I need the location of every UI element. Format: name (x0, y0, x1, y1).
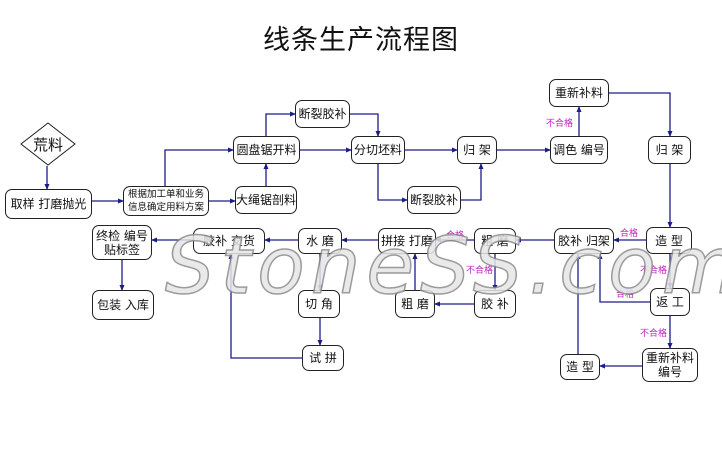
node-patch-deliver: 胶补 交货 (193, 228, 265, 254)
node-rough-low: 粗 磨 (395, 290, 435, 318)
edge-cut-breaklow (377, 164, 408, 203)
edge-plan-circular (164, 147, 234, 186)
label-pass: 合格 (616, 290, 635, 300)
node-refill-number: 重新补料 编号 (642, 348, 698, 382)
node-plan: 根据加工单和业务 信息确定用料方案 (123, 186, 209, 216)
label-pass: 合格 (620, 229, 639, 239)
node-final-check: 终检 编号 贴标签 (92, 225, 152, 260)
label-fail: 不合格 (640, 329, 668, 339)
edge-trial-patchdeliver (228, 253, 302, 359)
node-shelve-right: 归 架 (648, 136, 691, 164)
node-color-number: 调色 编号 (550, 136, 608, 164)
edge-break-cut (350, 113, 381, 137)
edge-refill-shelveright (609, 92, 673, 137)
label-fail: 不合格 (640, 266, 668, 276)
label-fail: 不合格 (466, 266, 494, 276)
node-patch-shelve: 胶补 归架 (554, 228, 614, 254)
node-join-grind: 拼接 打磨 (378, 228, 436, 254)
label-fail: 不合格 (546, 119, 574, 129)
node-shape-low: 造 型 (560, 354, 600, 380)
node-break-patch-top: 断裂胶补 (295, 100, 350, 128)
node-refill-top: 重新补料 (549, 79, 609, 107)
node-shelve-mid: 归 架 (457, 136, 497, 164)
node-shape: 造 型 (646, 227, 692, 254)
node-raw-diamond: 荒料 (20, 122, 76, 166)
edge-breaklow-shelve (461, 163, 484, 201)
node-circular-saw: 圆盘锯开料 (233, 136, 300, 164)
node-break-patch-low: 断裂胶补 (407, 186, 461, 214)
label-pass: 合格 (446, 231, 465, 241)
node-corner-cut: 切 角 (298, 290, 340, 318)
chart-title: 线条生产流程图 (263, 25, 459, 56)
node-trial-fit: 试 拼 (302, 345, 344, 371)
node-water-grind: 水 磨 (298, 228, 342, 254)
node-wire-saw: 大绳锯剖料 (235, 186, 297, 214)
edge-rework-patchshelve (597, 253, 650, 303)
node-rough-top: 粗 磨 (474, 228, 516, 254)
edge-circular-break (265, 111, 296, 136)
node-rework: 返 工 (650, 288, 690, 316)
node-patch-low: 胶 补 (474, 290, 516, 318)
node-cut-blank: 分切坯料 (351, 136, 405, 164)
node-sample: 取样 打磨抛光 (5, 189, 92, 219)
diamond-shape (20, 122, 76, 166)
node-raw-label: 荒料 (32, 135, 63, 154)
node-pack: 包装 入库 (92, 290, 154, 320)
